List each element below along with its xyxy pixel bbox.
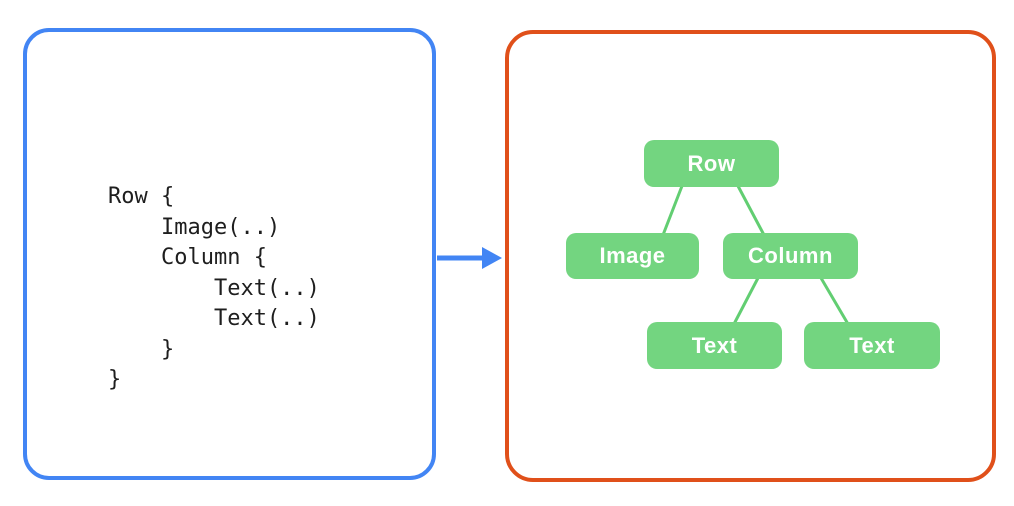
code-line: }	[108, 336, 175, 362]
code-block: Row { Image(..) Column { Text(..) Text(.…	[108, 182, 320, 396]
code-line: Image(..)	[108, 214, 281, 240]
code-line: Column {	[108, 245, 267, 270]
tree-node-text-left: Text	[647, 322, 782, 369]
code-line: Text(..)	[108, 306, 320, 331]
tree-node-text-right: Text	[804, 322, 940, 369]
tree-node-label: Text	[849, 332, 895, 358]
code-line: Text(..)	[108, 275, 320, 301]
arrow-right-icon	[437, 247, 502, 269]
code-line: Row {	[108, 184, 175, 209]
tree-node-label: Text	[691, 332, 738, 358]
tree-node-column: Column	[723, 233, 858, 279]
tree-node-image: Image	[566, 233, 699, 279]
tree-node-row: Row	[644, 140, 779, 187]
tree-node-label: Row	[687, 150, 736, 176]
tree-node-label: Image	[599, 243, 666, 268]
code-line: }	[108, 367, 122, 392]
tree-panel: Row Image Column Text Text	[505, 30, 996, 482]
tree-node-label: Column	[748, 243, 833, 268]
tree-connectors	[661, 184, 850, 326]
code-panel: Row { Image(..) Column { Text(..) Text(.…	[23, 28, 436, 480]
